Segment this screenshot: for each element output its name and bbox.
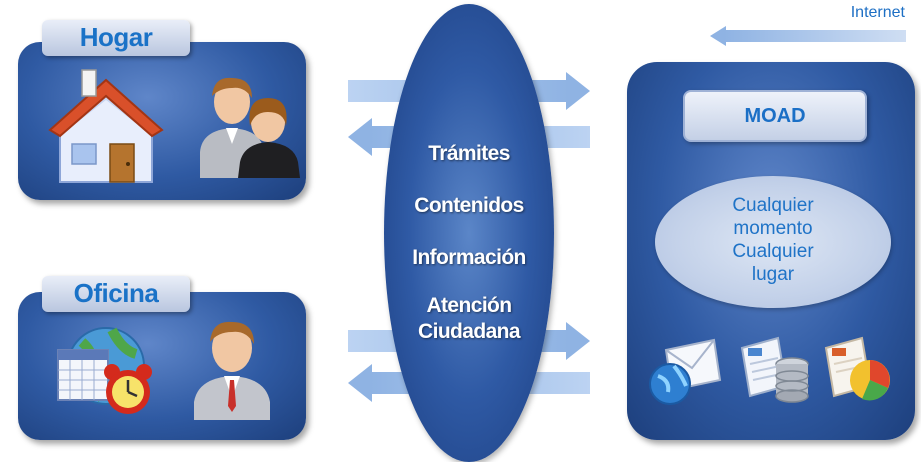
alarm-clock-icon xyxy=(104,364,152,414)
oficina-label: Oficina xyxy=(73,278,159,308)
internet-label: Internet xyxy=(850,4,905,21)
availability-ellipse xyxy=(655,176,891,308)
tramites-label: Trámites xyxy=(428,142,510,165)
internet-arrow xyxy=(710,26,906,46)
chart-document-icon xyxy=(824,336,890,401)
email-globe-icon xyxy=(649,338,722,405)
couple-icon xyxy=(200,77,300,178)
availability-line-3: Cualquier xyxy=(732,241,814,262)
house-icon xyxy=(48,69,164,183)
database-icon xyxy=(740,336,809,403)
availability-line-4: lugar xyxy=(751,264,795,285)
contenidos-label: Contenidos xyxy=(414,194,524,217)
businessman-icon xyxy=(194,321,270,420)
availability-line-1: Cualquier xyxy=(732,195,814,216)
ciudadana-label: Ciudadana xyxy=(418,320,521,343)
services-ellipse xyxy=(384,4,554,462)
hogar-label: Hogar xyxy=(79,22,153,52)
informacion-label: Información xyxy=(412,246,526,269)
oficina-tab: Oficina xyxy=(42,276,190,312)
moad-title: MOAD xyxy=(683,90,867,142)
availability-line-2: momento xyxy=(733,218,813,239)
hogar-tab: Hogar xyxy=(42,20,190,56)
atencion-label: Atención xyxy=(426,294,512,317)
